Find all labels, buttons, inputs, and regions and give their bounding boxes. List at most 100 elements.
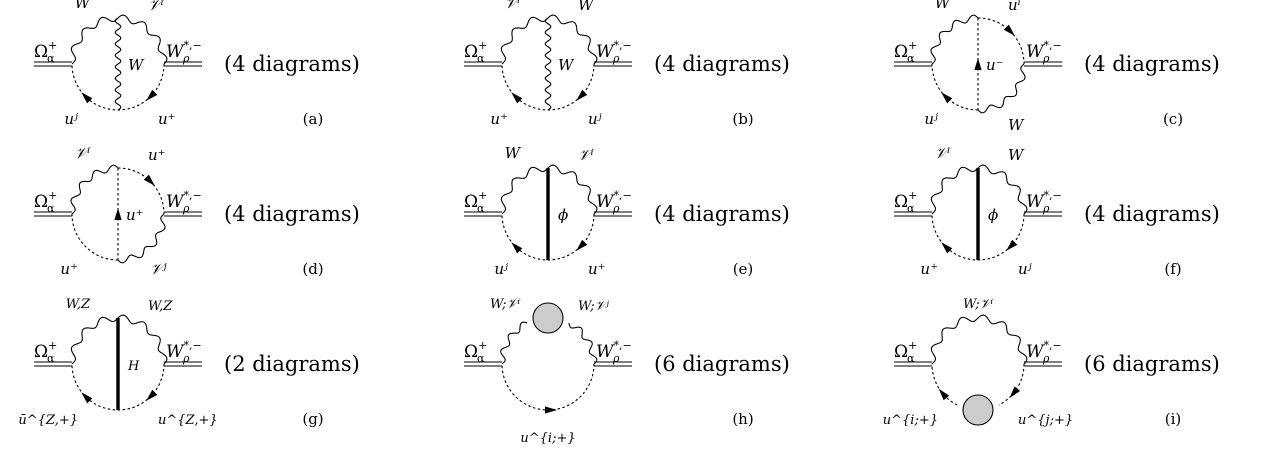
propagator-label-middle: u⁻ [986, 56, 1004, 74]
propagator-label-bottom-right: u⁺ [158, 110, 176, 128]
propagator-label-middle: H [127, 359, 140, 374]
propagator-label-bottom-left: u⁺ [60, 260, 78, 278]
propagator-label-bottom: u^{i;+} [520, 431, 575, 446]
propagator-label-top-right: W;𝒱ʲ [578, 299, 610, 314]
propagator-label-top-right: 𝒱ⁱ [578, 146, 595, 164]
wavy-propagator-upper-right [568, 322, 598, 365]
propagator-label-top-right: W [578, 0, 595, 14]
propagator-label-top-right: W,Z [148, 299, 173, 314]
propagator-label-top: W;𝒱ⁱ [963, 297, 995, 312]
self-energy-blob [532, 302, 564, 334]
ghost-propagator-lower [501, 363, 595, 411]
propagator-label-bottom-left: uʲ [494, 260, 508, 278]
propagator-label-bottom-left: ū^{Z,+} [18, 413, 78, 428]
ghost-propagator-lower-right [998, 363, 1025, 406]
diagram-count: (6 diagrams) [1084, 352, 1220, 376]
external-field-out-label: W*,−ρ [1026, 189, 1062, 215]
diagram-count: (4 diagrams) [224, 202, 360, 226]
ghost-arrow-left [81, 392, 93, 404]
ghost-arrow-top-right [143, 174, 155, 186]
wavy-propagator-top-left [70, 164, 119, 215]
panel-tag: (c) [1163, 110, 1183, 128]
external-field-out-label: W*,−ρ [166, 189, 202, 215]
panel-tag: (b) [732, 110, 753, 128]
external-field-in-label: Ω+α [894, 339, 917, 365]
propagator-label-top-left: W [935, 0, 952, 12]
propagator-label-bottom-left: u⁺ [490, 110, 508, 128]
propagator-label-top-left: 𝒱ⁱ [934, 144, 951, 162]
propagator-label-bottom-left: u^{i;+} [883, 413, 938, 428]
panel-tag: (g) [302, 410, 323, 428]
ghost-arrow-left [511, 242, 523, 254]
wavy-propagator-upper-left [500, 321, 528, 365]
diagram-count: (4 diagrams) [654, 202, 790, 226]
panel-tag: (e) [733, 260, 754, 278]
external-field-out-label: W*,−ρ [166, 39, 202, 65]
ghost-propagator-bottom-left [931, 63, 979, 111]
propagator-label-bottom-right: u^{Z,+} [158, 413, 218, 428]
diagram-count: (4 diagrams) [1084, 52, 1220, 76]
diagram-count: (4 diagrams) [654, 52, 790, 76]
ghost-arrow-bottom-left [941, 92, 953, 104]
panel-tag: (h) [732, 410, 753, 428]
external-field-in-label: Ω+α [34, 39, 57, 65]
wavy-propagator-bottom-right [117, 213, 166, 264]
external-field-out-label: W*,−ρ [596, 189, 632, 215]
ghost-propagator-bottom-left [71, 213, 119, 261]
propagator-label-bottom-right: u⁺ [588, 260, 606, 278]
propagator-label-top-right: W [1008, 146, 1025, 164]
ghost-arrow-left [81, 92, 93, 104]
wavy-propagator-internal [114, 17, 122, 111]
propagator-label-middle: u⁺ [126, 206, 144, 224]
ghost-arrow-right [576, 239, 588, 251]
external-field-in-label: Ω+α [34, 339, 57, 365]
external-field-out-label: W*,−ρ [1026, 39, 1062, 65]
propagator-label-top-right: u⁺ [148, 146, 166, 164]
propagator-label-middle: ϕ [988, 206, 998, 224]
wavy-propagator-upper [70, 14, 168, 65]
ghost-propagator-lower-left [931, 363, 958, 406]
wavy-propagator-top-left [930, 14, 979, 65]
ghost-arrow-right [576, 89, 588, 101]
self-energy-blob [962, 394, 994, 426]
propagator-label-middle: W [128, 56, 145, 74]
ghost-arrow-right [146, 389, 158, 401]
external-field-in-label: Ω+α [34, 189, 57, 215]
propagator-label-top-left: 𝒱ⁱ [74, 144, 91, 162]
wavy-propagator-internal [544, 17, 552, 111]
propagator-label-top-left: W [75, 0, 92, 12]
ghost-arrow-right [146, 89, 158, 101]
wavy-propagator-upper [930, 314, 1028, 365]
ghost-arrow-top-right [1003, 24, 1015, 36]
ghost-arrow-internal [114, 208, 122, 220]
wavy-propagator-bottom-right [977, 63, 1026, 114]
propagator-label-middle: W [558, 56, 575, 74]
diagram-count: (6 diagrams) [654, 352, 790, 376]
ghost-arrow-right [1006, 239, 1018, 251]
ghost-arrow-bottom [545, 406, 557, 414]
ghost-arrow-left [511, 92, 523, 104]
propagator-label-top-left: W [505, 144, 522, 162]
external-field-out-label: W*,−ρ [596, 39, 632, 65]
panel-tag: (a) [303, 110, 324, 128]
external-field-in-label: Ω+α [464, 339, 487, 365]
external-field-in-label: Ω+α [464, 189, 487, 215]
propagator-label-bottom-right: 𝒱ʲ [150, 260, 167, 278]
propagator-label-bottom-left: uʲ [924, 110, 938, 128]
external-field-out-label: W*,−ρ [1026, 339, 1062, 365]
propagator-label-top-left: W,Z [66, 297, 91, 312]
propagator-label-bottom-left: u⁺ [920, 260, 938, 278]
propagator-label-bottom-right: uʲ [1018, 260, 1032, 278]
external-field-in-label: Ω+α [464, 39, 487, 65]
propagator-label-bottom-right: W [1008, 116, 1025, 134]
ghost-arrow-internal [974, 58, 982, 70]
